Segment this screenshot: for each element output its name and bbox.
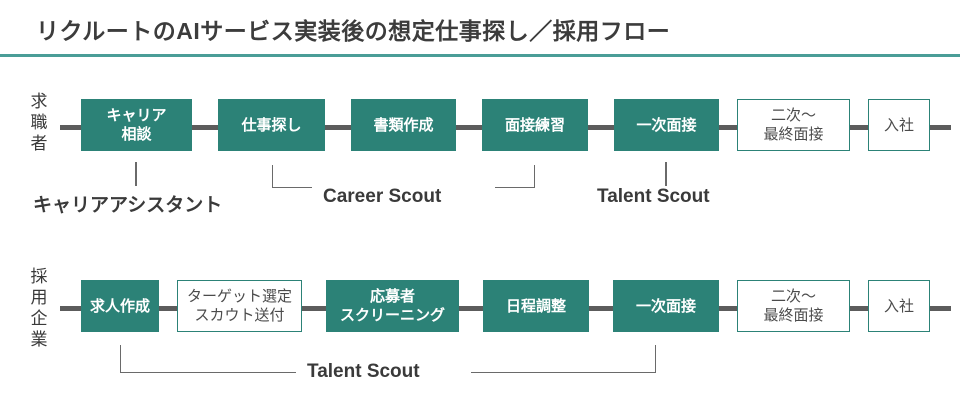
- node-schedule-adjust[interactable]: 日程調整: [483, 280, 589, 332]
- row-label-char: 求: [30, 92, 48, 111]
- row-label-char: 企: [30, 309, 48, 328]
- annotation-tick-career-assistant: [135, 162, 137, 186]
- connector: [60, 306, 82, 311]
- connector: [929, 306, 951, 311]
- node-join-company[interactable]: 入社: [868, 99, 930, 151]
- node-applicant-screening[interactable]: 応募者 スクリーニング: [326, 280, 459, 332]
- node-career-consult[interactable]: キャリア 相談: [81, 99, 192, 151]
- node-document-prep[interactable]: 書類作成: [351, 99, 456, 151]
- connector: [718, 306, 738, 311]
- annotation-bracket-left-career-scout: [272, 165, 312, 188]
- row-label-jobseeker: 求 職 者: [22, 91, 56, 154]
- row-label-char: 用: [30, 288, 48, 307]
- row-label-char: 採: [30, 267, 48, 286]
- node-target-scout-send[interactable]: ターゲット選定 スカウト送付: [177, 280, 302, 332]
- node-join-company[interactable]: 入社: [868, 280, 930, 332]
- connector: [455, 125, 483, 130]
- annotation-talent-scout-row1: Talent Scout: [597, 186, 710, 207]
- page-title: リクルートのAIサービス実装後の想定仕事探し／採用フロー: [36, 18, 671, 44]
- annotation-bracket-right-talent-scout-row2: [471, 345, 656, 373]
- connector: [458, 306, 484, 311]
- row-label-char: 業: [30, 330, 48, 349]
- connector: [718, 125, 738, 130]
- connector: [60, 125, 82, 130]
- connector: [929, 125, 951, 130]
- row-label-char: 者: [30, 134, 48, 153]
- row-label-char: 職: [30, 113, 48, 132]
- annotation-tick-talent-scout-row1: [665, 162, 667, 186]
- node-final-interviews[interactable]: 二次〜 最終面接: [737, 99, 850, 151]
- connector: [588, 306, 614, 311]
- row-label-employer: 採 用 企 業: [22, 266, 56, 350]
- connector: [301, 306, 327, 311]
- annotation-bracket-left-talent-scout-row2: [120, 345, 296, 373]
- connector: [849, 306, 869, 311]
- annotation-talent-scout-row2: Talent Scout: [307, 361, 420, 382]
- title-divider: [0, 54, 960, 57]
- connector: [158, 306, 178, 311]
- node-final-interviews[interactable]: 二次〜 最終面接: [737, 280, 850, 332]
- node-first-interview[interactable]: 一次面接: [613, 280, 719, 332]
- connector: [324, 125, 352, 130]
- connector: [849, 125, 869, 130]
- node-interview-practice[interactable]: 面接練習: [482, 99, 588, 151]
- annotation-bracket-right-career-scout: [495, 165, 535, 188]
- node-first-interview[interactable]: 一次面接: [614, 99, 719, 151]
- node-job-search[interactable]: 仕事探し: [218, 99, 325, 151]
- node-create-job-posting[interactable]: 求人作成: [81, 280, 159, 332]
- connector: [191, 125, 219, 130]
- annotation-career-assistant: キャリアアシスタント: [33, 195, 223, 216]
- connector: [587, 125, 615, 130]
- annotation-career-scout: Career Scout: [323, 186, 442, 207]
